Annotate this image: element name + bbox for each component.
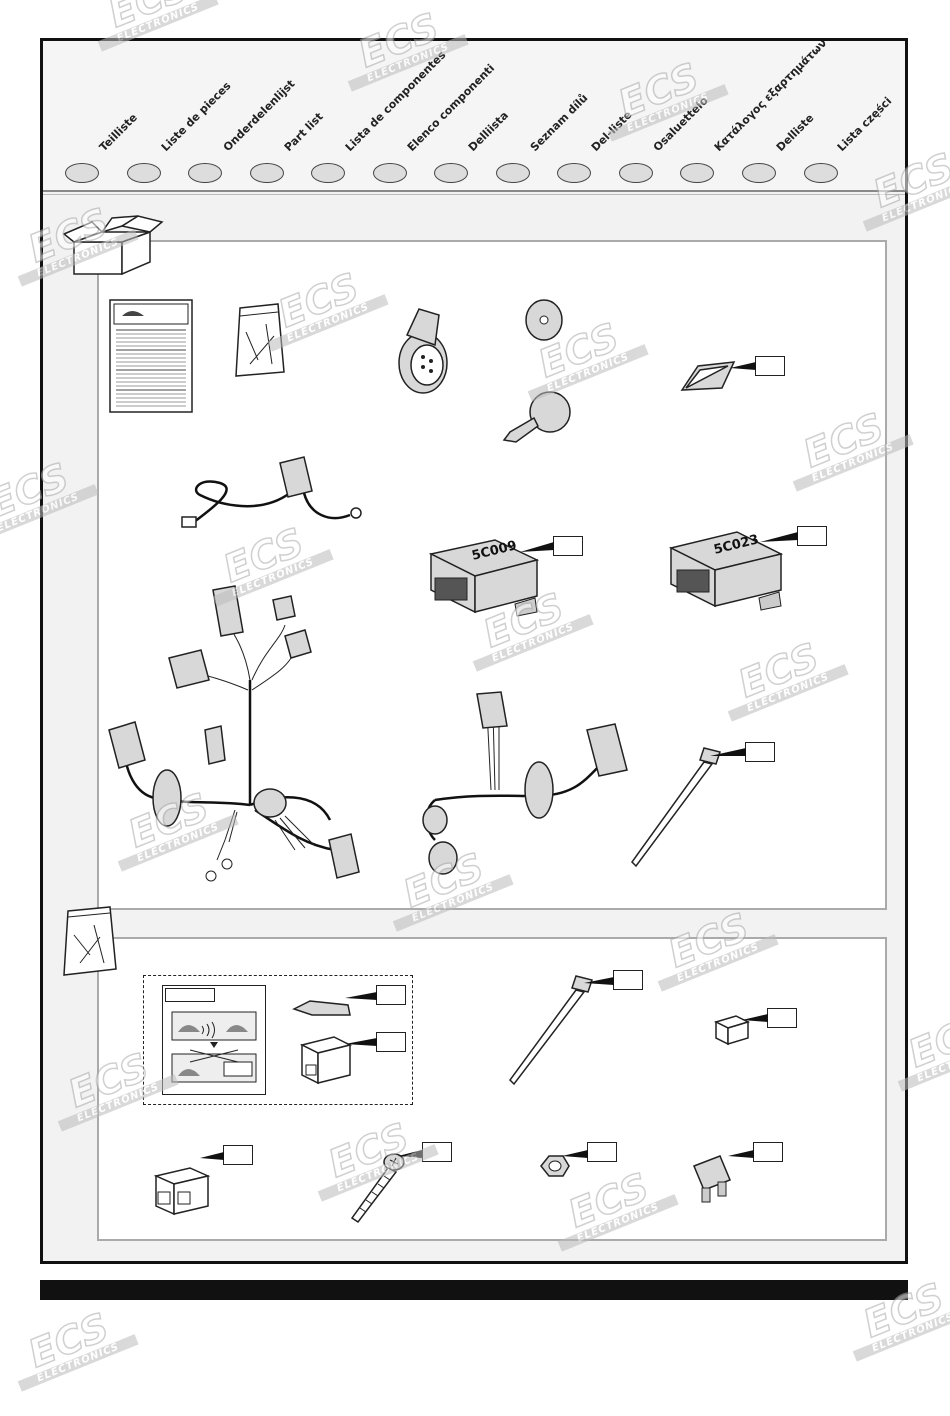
lang-checkbox-1[interactable] <box>127 163 161 183</box>
lang-checkbox-8[interactable] <box>557 163 591 183</box>
label-box-fuse-holder <box>767 1008 797 1028</box>
plastic-bag-icon <box>235 303 285 377</box>
blade-fuse-icon <box>693 1155 731 1203</box>
cable-tie-small-icon <box>509 975 593 1086</box>
label-box-connector-2pin <box>223 1145 253 1165</box>
pointer-cable-tie-large <box>710 748 746 756</box>
tape-icon <box>680 361 736 391</box>
main-wiring-harness-icon <box>108 585 360 882</box>
bag-icon <box>63 906 117 976</box>
lang-checkbox-5[interactable] <box>373 163 407 183</box>
pointer-fuse <box>728 1150 754 1158</box>
lang-checkbox-0[interactable] <box>65 163 99 183</box>
label-box-module-b <box>797 526 827 546</box>
connector-housing-2pin-icon <box>153 1167 211 1216</box>
lang-checkbox-11[interactable] <box>742 163 776 183</box>
lang-checkbox-10[interactable] <box>680 163 714 183</box>
footer-bar <box>40 1280 908 1300</box>
pointer-tape <box>730 362 756 370</box>
label-box-module-a <box>553 536 583 556</box>
label-box-cable-tie-large <box>745 742 775 762</box>
pointer-connector-housing <box>345 1038 377 1046</box>
earth-cable-icon <box>181 456 362 528</box>
pointer-cable-tie-small <box>584 977 614 985</box>
crimp-terminal-icon <box>292 1000 351 1016</box>
lang-checkbox-9[interactable] <box>619 163 653 183</box>
parking-sensor-diagram-icon <box>171 1011 257 1083</box>
fuse-holder-icon <box>713 1015 751 1046</box>
header-divider <box>43 190 905 192</box>
connector-kit-group <box>143 975 413 1105</box>
label-box-connector-housing <box>376 1032 406 1052</box>
secondary-wiring-harness-icon <box>422 691 628 875</box>
header-divider-secondary <box>43 194 905 195</box>
pointer-module-b <box>760 532 798 542</box>
lang-checkbox-7[interactable] <box>496 163 530 183</box>
nut-icon <box>540 1155 570 1177</box>
module-5c009-icon: 5C009 <box>428 538 540 617</box>
pointer-crimp-terminal <box>345 992 377 1000</box>
grommet-disc-icon <box>525 299 563 341</box>
connector-housing-icon <box>299 1036 353 1085</box>
pointer-connector-2pin <box>200 1152 224 1160</box>
cable-tie-large-icon <box>631 747 721 868</box>
label-box-fuse <box>753 1142 783 1162</box>
lang-checkbox-2[interactable] <box>188 163 222 183</box>
pointer-module-a <box>520 542 554 552</box>
label-box-crimp-terminal <box>376 985 406 1005</box>
instruction-sheet-icon <box>109 299 193 413</box>
module-5c023-icon: 5C023 <box>668 531 784 611</box>
pointer-fuse-holder <box>742 1014 768 1022</box>
label-box-cable-tie-small <box>613 970 643 990</box>
parking-sensor-card-header <box>165 988 215 1002</box>
lang-checkbox-3[interactable] <box>250 163 284 183</box>
lang-checkbox-12[interactable] <box>804 163 838 183</box>
label-box-nut <box>587 1142 617 1162</box>
lang-checkbox-6[interactable] <box>434 163 468 183</box>
pointer-nut <box>562 1150 588 1158</box>
socket-13pin-icon <box>398 308 448 394</box>
label-box-tape <box>755 356 785 376</box>
lang-checkbox-4[interactable] <box>311 163 345 183</box>
